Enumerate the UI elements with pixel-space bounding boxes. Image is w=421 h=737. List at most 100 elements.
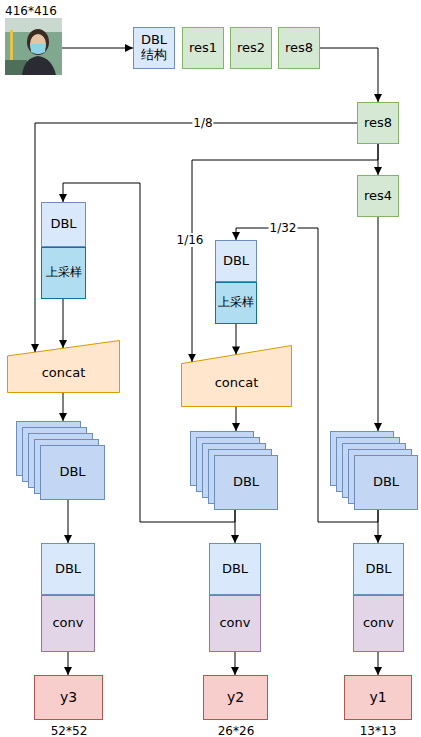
- text-holder: DBL: [42, 203, 85, 246]
- photo-hair: [27, 29, 49, 55]
- text-holder: DBL: [42, 544, 94, 594]
- concat-block: concat: [7, 340, 120, 393]
- text-holder: concat: [7, 353, 120, 393]
- node-label: res8: [285, 41, 313, 56]
- concat-shape: [182, 346, 292, 407]
- photo-mask: [30, 44, 46, 54]
- node-label: DBL: [222, 562, 248, 577]
- node-label: DBL: [50, 217, 76, 232]
- connector-arrow: [63, 393, 64, 421]
- residual-block: res1: [182, 27, 224, 69]
- node-label: res2: [237, 41, 265, 56]
- photo-background: [5, 18, 62, 75]
- conv-block: conv: [41, 595, 95, 652]
- dbl-block: DBL 结构: [133, 27, 175, 69]
- text-holder: DBL: [354, 455, 418, 510]
- node-label: res8: [364, 116, 392, 131]
- connector-arrow: [378, 510, 379, 543]
- dbl-block: DBL: [41, 543, 95, 595]
- node-label: DBL: [55, 562, 81, 577]
- text-holder: 上采样: [42, 248, 85, 298]
- connector-arrow: [35, 123, 357, 352]
- node-label: y1: [369, 689, 386, 705]
- output-box: y1: [344, 675, 412, 720]
- connector-arrow: [68, 652, 69, 675]
- connector-arrow: [68, 500, 69, 543]
- residual-block: res4: [357, 175, 399, 217]
- node-label: conv: [219, 616, 250, 631]
- upsample-block: 上采样: [41, 247, 86, 299]
- grid-size: 13*13: [360, 724, 397, 737]
- stack-layer: [355, 456, 418, 510]
- node-label: conv: [363, 616, 394, 631]
- photo-face: [30, 34, 46, 54]
- connector-arrow: [378, 144, 379, 175]
- grid-size: 52*52: [51, 724, 88, 737]
- text-holder: y2: [204, 676, 267, 719]
- stack-layer: [41, 446, 105, 500]
- dbl-stack: DBL: [330, 431, 418, 510]
- text-holder: DBL: [210, 544, 260, 594]
- text-holder: DBL: [40, 445, 105, 500]
- text-holder: res2: [231, 28, 271, 68]
- concat-block: concat: [181, 345, 292, 407]
- node-label: DBL: [59, 465, 85, 480]
- input-size: 416*416: [5, 4, 57, 18]
- text-holder: res8: [358, 103, 398, 143]
- dbl-stack: DBL: [16, 421, 105, 500]
- connector-arrow: [235, 510, 236, 543]
- node-label: concat: [42, 366, 86, 381]
- text-holder: DBL 结构: [134, 28, 174, 68]
- text-holder: conv: [42, 596, 94, 651]
- node-label: DBL: [233, 475, 259, 490]
- text-holder: res4: [358, 176, 398, 216]
- text-holder: DBL: [214, 455, 278, 510]
- connector-arrow: [192, 144, 378, 362]
- connector-arrow: [378, 652, 379, 675]
- scale-label: 1/16: [176, 233, 205, 247]
- connector-arrow: [63, 299, 64, 348]
- connector-arrow: [236, 324, 237, 354]
- stack-outline: [190, 431, 278, 510]
- connector-arrow: [378, 217, 379, 431]
- residual-block: res8: [357, 102, 399, 144]
- output-box: y3: [34, 675, 103, 720]
- connector-arrow: [235, 652, 236, 675]
- node-label: conv: [52, 616, 83, 631]
- stack-outline: [330, 431, 418, 510]
- text-holder: DBL: [216, 241, 256, 281]
- residual-block: res8: [278, 27, 320, 69]
- node-label: DBL 结构: [134, 33, 174, 63]
- dbl-block: DBL: [209, 543, 261, 595]
- output-box: y2: [203, 675, 268, 720]
- upsample-block: 上采样: [215, 282, 257, 324]
- connector-arrow: [236, 407, 237, 431]
- node-label: concat: [215, 376, 259, 391]
- text-holder: DBL: [354, 544, 403, 594]
- text-holder: y3: [35, 676, 102, 719]
- node-label: res4: [364, 189, 392, 204]
- node-label: y3: [60, 689, 77, 705]
- conv-block: conv: [353, 595, 404, 652]
- node-label: DBL: [223, 254, 249, 269]
- photo-body: [22, 56, 56, 75]
- dbl-block: DBL: [215, 240, 257, 282]
- node-label: 上采样: [46, 266, 82, 280]
- stack-layer: [215, 456, 278, 510]
- input-arrow: [62, 48, 133, 49]
- stack-outline: [16, 421, 105, 500]
- dbl-stack: DBL: [190, 431, 278, 510]
- conv-block: conv: [209, 595, 261, 652]
- node-label: 上采样: [218, 296, 254, 310]
- scale-label: 1/8: [192, 116, 213, 130]
- text-holder: 上采样: [216, 283, 256, 323]
- connector-arrow: [320, 48, 378, 102]
- text-holder: y1: [345, 676, 411, 719]
- node-label: DBL: [373, 475, 399, 490]
- node-label: y2: [227, 689, 244, 705]
- text-holder: concat: [181, 361, 292, 408]
- dbl-block: DBL: [353, 543, 404, 595]
- dbl-block: DBL: [41, 202, 86, 247]
- text-holder: conv: [210, 596, 260, 651]
